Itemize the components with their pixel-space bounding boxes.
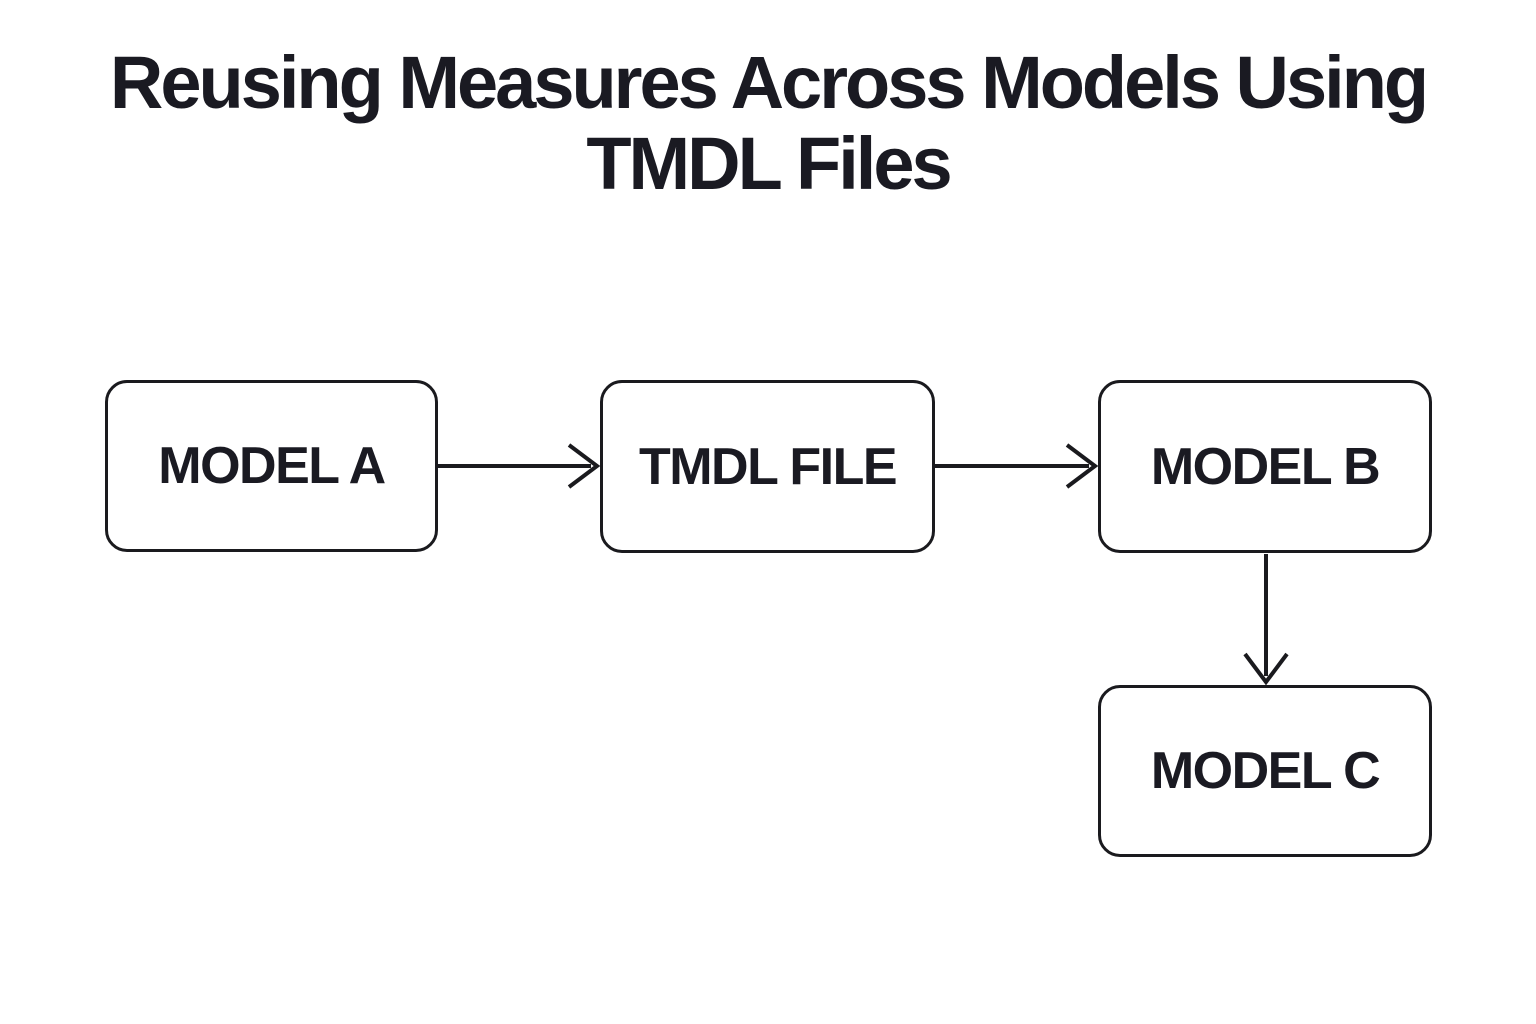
edge-model-a-to-tmdl-file	[438, 443, 601, 489]
edge-tmdl-file-to-model-b	[935, 443, 1099, 489]
node-tmdl-file: TMDL FILE	[600, 380, 935, 553]
node-tmdl-file-label: TMDL FILE	[638, 437, 898, 496]
page-title-line-2: TMDL Files	[586, 122, 952, 206]
page-title: Reusing Measures Across Models Using TMD…	[0, 42, 1536, 205]
node-model-a: MODEL A	[105, 380, 438, 552]
node-model-c: MODEL C	[1098, 685, 1432, 857]
node-model-a-label: MODEL A	[158, 437, 386, 495]
node-model-b: MODEL B	[1098, 380, 1432, 553]
node-model-b-label: MODEL B	[1150, 437, 1381, 496]
edge-model-b-to-model-c	[1243, 554, 1289, 686]
node-model-c-label: MODEL C	[1150, 742, 1381, 800]
page-title-line-1: Reusing Measures Across Models Using	[109, 41, 1429, 124]
